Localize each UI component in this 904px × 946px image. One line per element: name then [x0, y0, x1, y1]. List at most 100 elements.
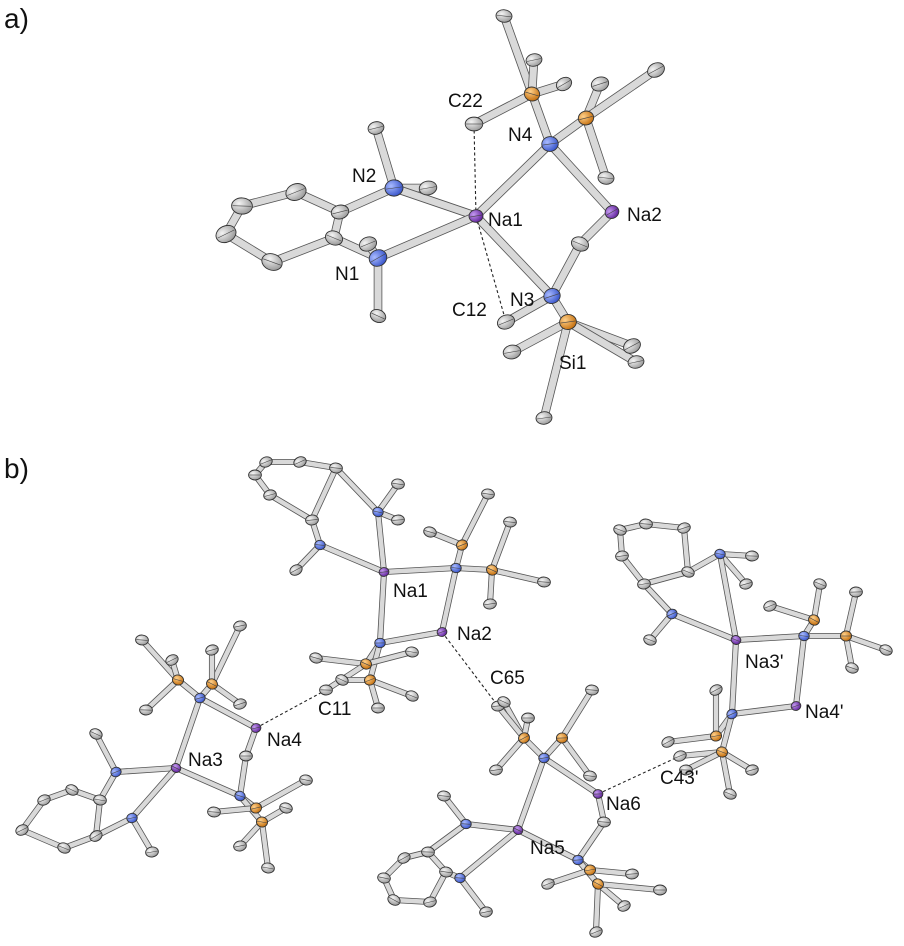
- bond: [811, 581, 823, 623]
- bond: [19, 827, 67, 851]
- ellipsoid-axis: [392, 482, 404, 486]
- bond: [363, 649, 415, 667]
- ellipsoid-axis: [814, 581, 826, 587]
- bond: [489, 567, 547, 585]
- atom-label-b-c43p: C43': [660, 768, 698, 789]
- atom-label-c12: C12: [452, 300, 487, 321]
- ellipsoid-axis: [791, 704, 801, 708]
- bond: [729, 703, 799, 717]
- ellipsoid-axis: [58, 845, 70, 851]
- bond: [173, 695, 203, 771]
- ellipsoid-axis: [263, 258, 281, 266]
- bond: [209, 623, 243, 687]
- ellipsoid-axis: [614, 527, 626, 533]
- ellipsoid-axis: [598, 821, 610, 823]
- ellipsoid-axis: [361, 661, 371, 667]
- ellipsoid-axis: [469, 214, 483, 218]
- bond: [93, 731, 119, 775]
- atom-label-n2: N2: [352, 166, 376, 187]
- ellipsoid-axis: [336, 677, 348, 683]
- bond: [500, 12, 536, 98]
- ellipsoid-axis: [536, 416, 552, 420]
- ellipsoid-axis: [457, 542, 467, 548]
- ellipsoid-axis: [487, 567, 497, 573]
- ellipsoid-axis: [724, 791, 736, 797]
- bond: [139, 637, 181, 683]
- ellipsoid-axis: [799, 635, 809, 637]
- contact-dashed-line: [473, 123, 477, 217]
- ellipsoid-axis: [746, 768, 758, 772]
- bond: [377, 629, 445, 646]
- bond: [595, 881, 663, 893]
- ellipsoid-axis: [640, 523, 652, 525]
- ellipsoid-axis: [208, 811, 220, 813]
- bond: [540, 318, 572, 422]
- bond: [143, 677, 181, 713]
- ellipsoid-axis: [373, 510, 383, 514]
- atom-layer: [15, 9, 893, 938]
- ellipsoid-axis: [809, 617, 819, 623]
- bond: [719, 749, 733, 797]
- panel-b-labels: Na1 Na2 C65 C11 Na4 Na3 Na5 Na6 Na3' Na4…: [188, 581, 843, 859]
- bond: [439, 565, 459, 635]
- ellipsoid-axis: [539, 757, 549, 759]
- ellipsoid-axis: [592, 81, 608, 87]
- bond: [267, 492, 315, 523]
- ellipsoid-axis: [398, 855, 410, 861]
- bond: [470, 90, 536, 128]
- atom-label-b-na1: Na1: [393, 581, 428, 602]
- ellipsoid-axis: [360, 240, 376, 248]
- ellipsoid-axis: [424, 530, 436, 534]
- bond: [457, 875, 489, 915]
- ellipsoid-axis: [90, 731, 102, 737]
- ellipsoid-axis: [195, 696, 205, 700]
- ellipsoid-axis: [480, 910, 492, 914]
- ellipsoid-axis: [287, 188, 305, 196]
- contact-layer: [255, 123, 681, 795]
- bond: [685, 551, 723, 575]
- atom-label-c22: C22: [448, 91, 483, 112]
- ellipsoid-axis: [638, 582, 650, 586]
- bond: [575, 819, 607, 863]
- bond: [647, 611, 675, 643]
- bond: [253, 777, 309, 811]
- bond: [564, 318, 640, 366]
- ellipsoid-axis: [586, 689, 598, 691]
- atom-label-b-na3p: Na3': [745, 652, 783, 673]
- ellipsoid-axis: [572, 240, 588, 248]
- ellipsoid-axis: [542, 142, 558, 146]
- bond: [333, 465, 381, 515]
- bond: [374, 212, 480, 262]
- ellipsoid-axis: [94, 798, 106, 802]
- bond: [211, 805, 259, 815]
- bond: [515, 755, 547, 833]
- ellipsoid-axis: [365, 677, 375, 683]
- ellipsoid-axis: [111, 769, 121, 775]
- atom-label-n4: N4: [508, 125, 533, 146]
- bond: [425, 821, 469, 855]
- ellipsoid-axis: [234, 844, 246, 848]
- contact-dashed-line: [441, 631, 499, 707]
- ellipsoid-axis: [300, 778, 312, 782]
- bond: [129, 765, 179, 821]
- bond: [129, 815, 155, 855]
- ellipsoid-axis: [727, 711, 737, 717]
- bond: [587, 867, 635, 877]
- atom-label-b-na5: Na5: [530, 838, 565, 859]
- bond: [843, 633, 889, 653]
- ellipsoid-axis: [146, 850, 158, 854]
- ellipsoid-axis: [525, 91, 539, 97]
- ellipsoid-axis: [38, 797, 50, 803]
- ellipsoid-axis: [392, 519, 404, 521]
- bond: [457, 827, 521, 881]
- ellipsoid-axis: [513, 827, 523, 833]
- ellipsoid-axis: [290, 567, 302, 573]
- atom-label-na2: Na2: [627, 205, 662, 226]
- ellipsoid-axis: [166, 657, 178, 663]
- ellipsoid-axis: [496, 14, 512, 18]
- bond: [381, 565, 459, 575]
- bond: [582, 114, 610, 182]
- ellipsoid-axis: [648, 66, 664, 74]
- bond: [317, 542, 387, 575]
- ellipsoid-axis: [560, 320, 576, 324]
